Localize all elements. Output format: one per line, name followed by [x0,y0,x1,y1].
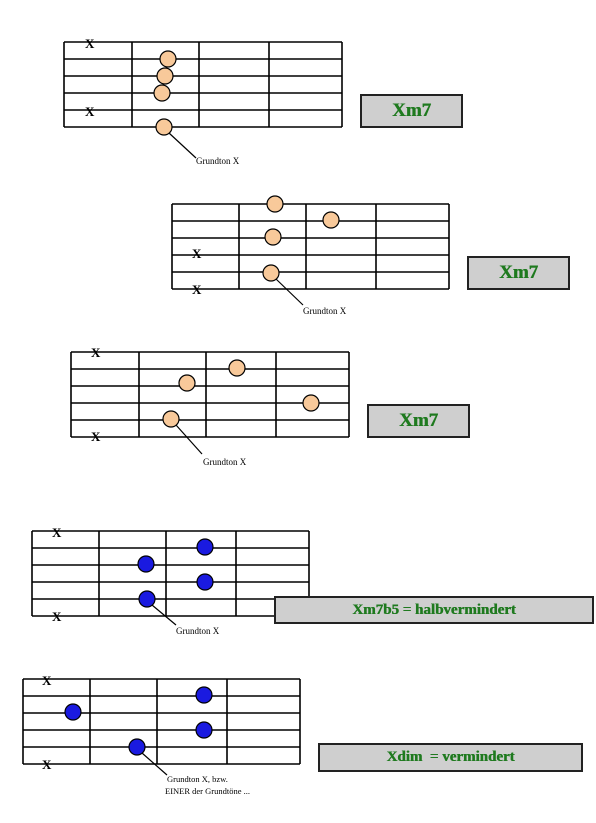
chord-name-box-4: Xm7b5 = halbvermindert [274,596,594,624]
chord-name: Xdim = vermindert [386,749,515,765]
chord-diagram-5: X X Grundton X, bzw. EINER der Grundtöne… [22,673,301,796]
chord-diagram-4: X X Grundton X [31,525,310,636]
root-note-label: Grundton X [176,626,220,636]
chord-diagram-2: X X Grundton X [171,195,450,316]
finger-dot [153,84,171,102]
chord-name: Xm7b5 = halbvermindert [352,601,516,618]
finger-dot [137,555,155,573]
finger-dot [302,394,320,412]
chord-diagram-1: X X Grundton X [63,36,343,166]
root-dot [155,118,173,136]
root-note-label: Grundton X, bzw. [167,774,228,784]
root-pointer-line [168,132,197,159]
chord-name-box-2: Xm7 [467,256,570,290]
mute-mark: X [192,282,202,297]
mute-mark: X [91,429,101,444]
finger-dot [196,538,214,556]
root-pointer-line [141,752,168,776]
chord-name: Xm7 [391,100,432,121]
finger-dot [159,50,177,68]
chord-name-box-3: Xm7 [367,404,470,438]
root-note-label: Grundton X [203,457,247,467]
finger-dot [266,195,284,213]
chord-name-box-1: Xm7 [360,94,463,128]
chord-name: Xm7 [398,410,439,431]
chord-diagram-3: X X Grundton X [70,345,350,467]
finger-dot [228,359,246,377]
finger-dot [195,721,213,739]
mute-mark: X [42,673,52,688]
root-note-label: Grundton X [196,156,240,166]
root-dot [162,410,180,428]
root-note-label: Grundton X [303,306,347,316]
finger-dot [156,67,174,85]
mute-mark: X [85,104,95,119]
root-pointer-line [275,278,304,306]
chord-name-box-5: Xdim = vermindert [318,743,583,772]
root-pointer-line [175,424,203,455]
finger-dot [196,573,214,591]
root-dot [128,738,146,756]
mute-mark: X [52,525,62,540]
finger-dot [264,228,282,246]
mute-mark: X [42,757,52,772]
finger-dot [195,686,213,704]
root-dot [262,264,280,282]
chord-name: Xm7 [498,262,539,283]
finger-dot [178,374,196,392]
finger-dot [322,211,340,229]
mute-mark: X [192,246,202,261]
mute-mark: X [91,345,101,360]
root-pointer-line [151,604,177,626]
finger-dot [64,703,82,721]
mute-mark: X [85,36,95,51]
mute-mark: X [52,609,62,624]
root-dot [138,590,156,608]
root-note-label-line2: EINER der Grundtöne ... [165,786,250,796]
